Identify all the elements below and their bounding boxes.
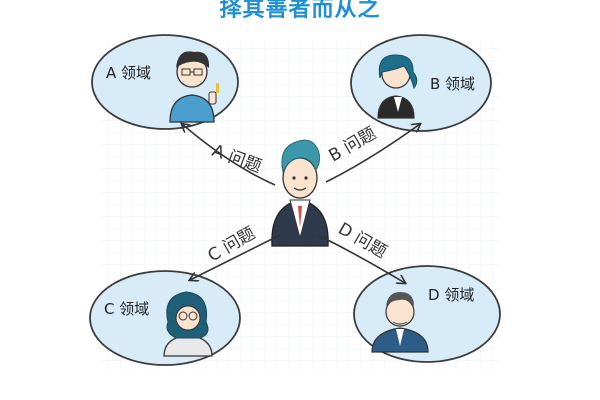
node-c: C 领域 — [89, 270, 241, 366]
center-person — [271, 139, 329, 247]
node-b-label: B 领域 — [430, 75, 475, 93]
person-d-figure — [371, 292, 429, 353]
diagram-title: 择其善者而从之 — [219, 0, 381, 22]
person-c-figure — [163, 291, 213, 357]
node-a-label: A 领域 — [106, 64, 151, 82]
node-d: D 领域 — [353, 265, 501, 363]
node-c-label: C 领域 — [104, 300, 149, 318]
person-b-figure — [377, 54, 418, 119]
person-a-figure — [169, 51, 219, 123]
node-b: B 领域 — [350, 34, 492, 132]
node-a: A 领域 — [91, 34, 239, 130]
node-d-label: D 领域 — [428, 286, 474, 304]
